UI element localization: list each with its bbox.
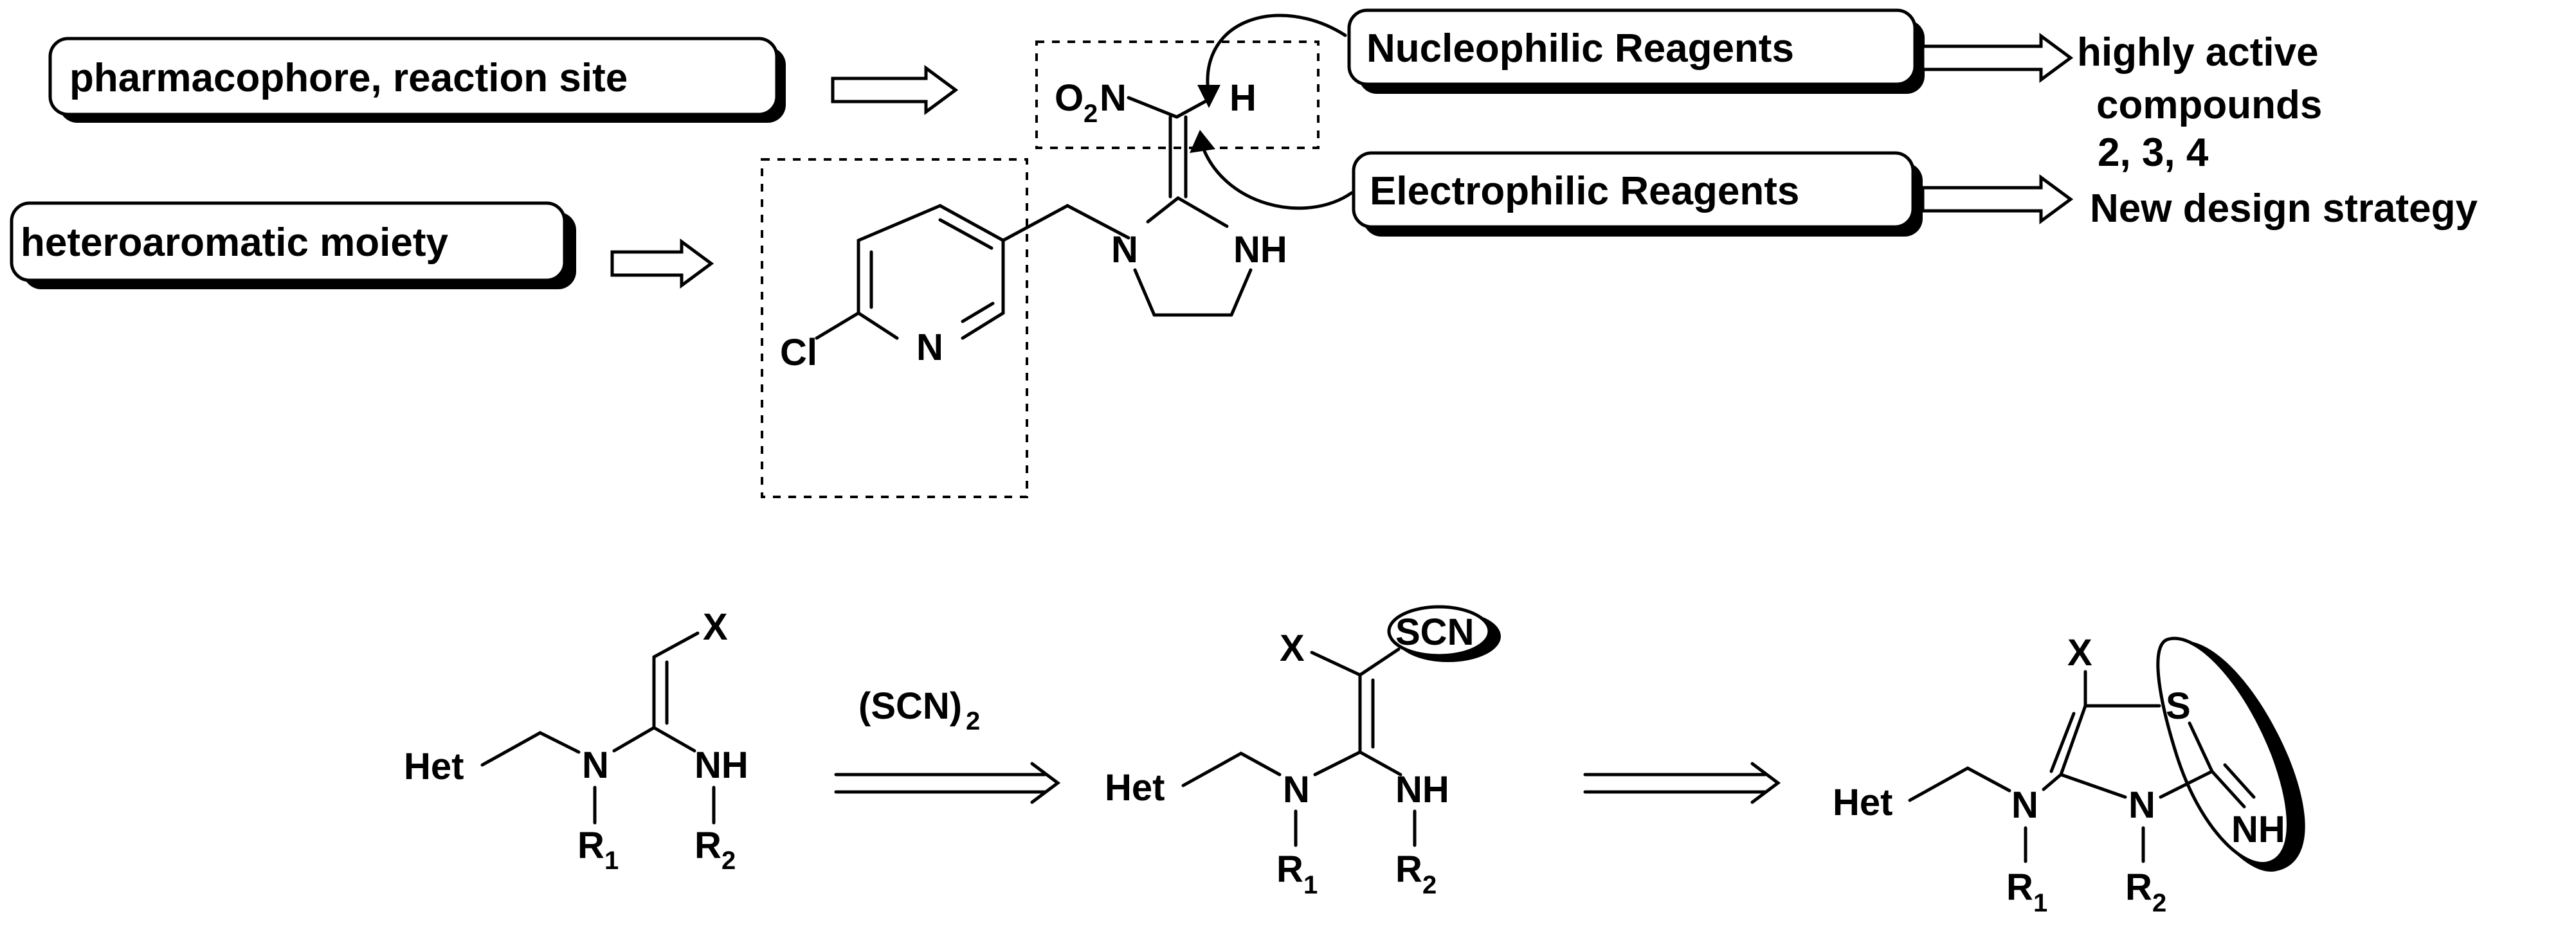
chlorine-atom: Cl bbox=[780, 332, 817, 373]
hollow-arrow-pharmacophore bbox=[831, 65, 959, 115]
highly-active-text-1: highly active bbox=[2077, 30, 2319, 75]
nh-label-2: NH bbox=[1395, 769, 1449, 811]
dashed-box-pyridine bbox=[761, 158, 1028, 498]
r1-subscript-2: 1 bbox=[1303, 871, 1318, 899]
pharmacophore-label: pharmacophore, reaction site bbox=[69, 56, 628, 100]
new-design-strategy-text: New design strategy bbox=[2090, 186, 2478, 231]
r1-subscript-1: 1 bbox=[604, 847, 619, 875]
x-label-2: X bbox=[1280, 627, 1305, 669]
nucleophilic-label-box: Nucleophilic Reagents bbox=[1347, 8, 1925, 94]
lead-compound-structure: Cl N N NH O 2 N H bbox=[780, 77, 1287, 373]
r2-subscript-3: 2 bbox=[2152, 889, 2166, 917]
r2-subscript-2: 2 bbox=[1422, 871, 1437, 899]
nh-label-1: NH bbox=[694, 744, 748, 786]
r2-label-3: R bbox=[2125, 867, 2152, 908]
imine-nh-label: NH bbox=[2231, 809, 2285, 850]
starting-material-structure: Het N R 1 NH R 2 X bbox=[404, 606, 748, 875]
het-label-2: Het bbox=[1105, 767, 1165, 809]
nitro-oxygen-atom: O bbox=[1055, 77, 1084, 119]
highly-active-text-2: compounds bbox=[2096, 83, 2322, 127]
x-label-3: X bbox=[2067, 632, 2092, 674]
sulfur-atom: S bbox=[2166, 685, 2191, 727]
reagent-arrow bbox=[834, 762, 1061, 804]
r2-label-2: R bbox=[1395, 849, 1422, 890]
hollow-arrow-electrophilic bbox=[1921, 174, 2074, 224]
r1-label-1: R bbox=[577, 825, 604, 867]
electrophilic-curved-arrow bbox=[1190, 130, 1354, 210]
r1-label-3: R bbox=[2006, 867, 2033, 908]
scn-label: SCN bbox=[1395, 611, 1474, 653]
het-label-1: Het bbox=[404, 746, 464, 787]
heteroaromatic-label-box: heteroaromatic moiety bbox=[10, 201, 576, 289]
r2-subscript-1: 2 bbox=[721, 847, 736, 875]
hydrogen-atom: H bbox=[1229, 77, 1256, 119]
x-label-1: X bbox=[703, 606, 728, 648]
pharmacophore-label-box: pharmacophore, reaction site bbox=[48, 37, 786, 123]
ring-nitrogen-1-atom: N bbox=[1111, 229, 1138, 271]
nucleophilic-label: Nucleophilic Reagents bbox=[1366, 26, 1794, 71]
reagent-subscript: 2 bbox=[966, 707, 980, 735]
hollow-arrow-nucleophilic bbox=[1921, 33, 2074, 83]
ring-nitrogen-3: N bbox=[2128, 784, 2155, 826]
dashed-box-reaction-site bbox=[1035, 40, 1320, 149]
nucleophilic-curved-arrow bbox=[1197, 13, 1347, 108]
nitro-subscript: 2 bbox=[1084, 100, 1098, 128]
r1-subscript-3: 1 bbox=[2033, 889, 2047, 917]
ring-nh-atom: NH bbox=[1233, 229, 1287, 271]
thiocyanate-intermediate-structure: X SCN Het N R 1 NH R 2 bbox=[1105, 605, 1501, 899]
het-label-3: Het bbox=[1833, 782, 1892, 823]
amine-nitrogen-2: N bbox=[1283, 769, 1310, 811]
scn-highlight-ellipse bbox=[1387, 605, 1491, 658]
hollow-arrow-heteroaromatic bbox=[610, 238, 714, 289]
pyridine-nitrogen-atom: N bbox=[916, 327, 943, 368]
compound-numbers-text: 2, 3, 4 bbox=[2098, 130, 2209, 175]
amine-nitrogen-1: N bbox=[582, 744, 609, 786]
thiazole-highlight-ellipse bbox=[2156, 636, 2290, 865]
nitro-nitrogen-atom: N bbox=[1100, 77, 1127, 119]
r2-label-1: R bbox=[694, 825, 721, 867]
r1-label-2: R bbox=[1276, 849, 1303, 890]
thiazole-product-structure: X S N NH R 2 Het N R 1 bbox=[1833, 632, 2305, 917]
cyclization-arrow bbox=[1583, 762, 1781, 804]
electrophilic-label: Electrophilic Reagents bbox=[1370, 169, 1799, 213]
amine-nitrogen-3: N bbox=[2011, 784, 2038, 826]
reagent-label: (SCN) bbox=[858, 685, 962, 727]
heteroaromatic-label: heteroaromatic moiety bbox=[21, 220, 449, 265]
electrophilic-label-box: Electrophilic Reagents bbox=[1352, 151, 1923, 237]
